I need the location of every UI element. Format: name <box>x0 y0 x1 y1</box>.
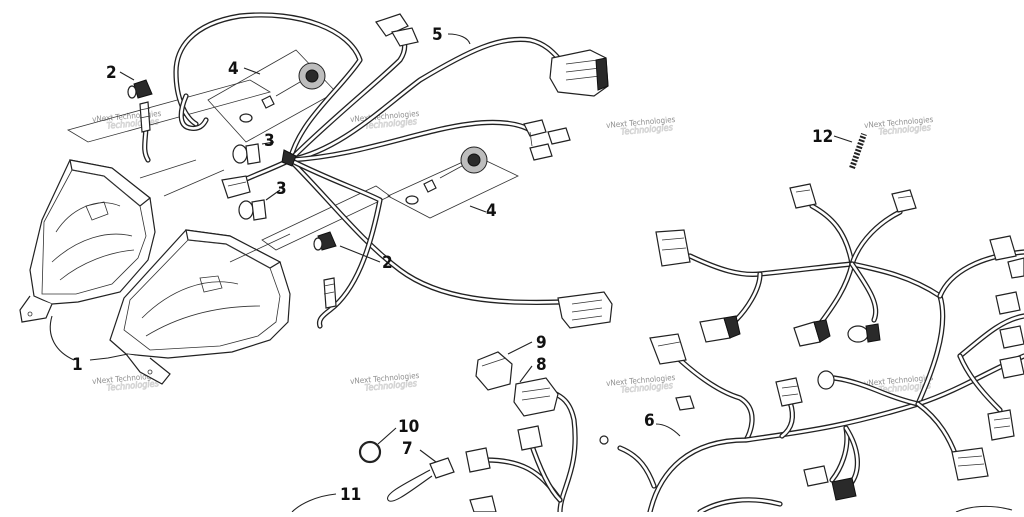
group-box-4b <box>387 155 519 219</box>
callout-2-upper: 2 <box>106 63 117 83</box>
watermark: Technologies vNext Technologies <box>864 115 934 138</box>
bulb-socket-upper <box>127 79 153 133</box>
callout-6: 6 <box>644 411 655 431</box>
callout-5: 5 <box>432 25 443 45</box>
cable-tie <box>387 457 455 502</box>
callout-4-upper: 4 <box>228 59 239 79</box>
adjuster-upper <box>239 62 326 123</box>
svg-text:Technologies: Technologies <box>364 117 418 132</box>
bulb-lower <box>238 199 267 221</box>
callout-4-lower: 4 <box>486 201 497 221</box>
callout-3-upper: 3 <box>264 131 275 151</box>
bulb-upper <box>232 143 261 165</box>
headlight-harness <box>142 12 613 329</box>
callout-2-lower: 2 <box>382 253 393 273</box>
callout-7: 7 <box>402 439 413 459</box>
headlight-assembly-left <box>19 159 156 323</box>
bulb-socket-lower <box>313 231 337 309</box>
svg-text:Technologies: Technologies <box>620 123 674 138</box>
svg-text:Technologies: Technologies <box>364 379 418 394</box>
headlight-assembly-right <box>109 229 291 385</box>
callout-8: 8 <box>536 355 547 375</box>
main-wiring-harness <box>465 183 1024 515</box>
callout-10: 10 <box>398 417 419 437</box>
adjuster-lower <box>405 146 488 205</box>
leader-line <box>89 353 129 361</box>
callout-9: 9 <box>536 333 547 353</box>
callout-1: 1 <box>72 355 83 375</box>
clamp-ring <box>358 440 382 464</box>
watermarks: Technologies vNext Technologies Technolo… <box>92 109 934 396</box>
watermark: Technologies vNext Technologies <box>606 115 676 138</box>
svg-text:Technologies: Technologies <box>620 381 674 396</box>
watermark: Technologies vNext Technologies <box>864 373 934 396</box>
connector-cover <box>475 351 513 391</box>
callout-11: 11 <box>340 485 361 505</box>
svg-text:Technologies: Technologies <box>878 381 932 396</box>
watermark: Technologies vNext Technologies <box>606 373 676 396</box>
spring <box>849 133 867 169</box>
watermark: Technologies vNext Technologies <box>350 371 420 394</box>
callout-12: 12 <box>812 127 833 147</box>
svg-text:Technologies: Technologies <box>106 379 160 394</box>
callout-3-lower: 3 <box>276 179 287 199</box>
group-box-lower <box>261 185 391 251</box>
svg-text:Technologies: Technologies <box>878 123 932 138</box>
group-box-upper <box>66 79 272 143</box>
leader-line <box>49 315 75 361</box>
